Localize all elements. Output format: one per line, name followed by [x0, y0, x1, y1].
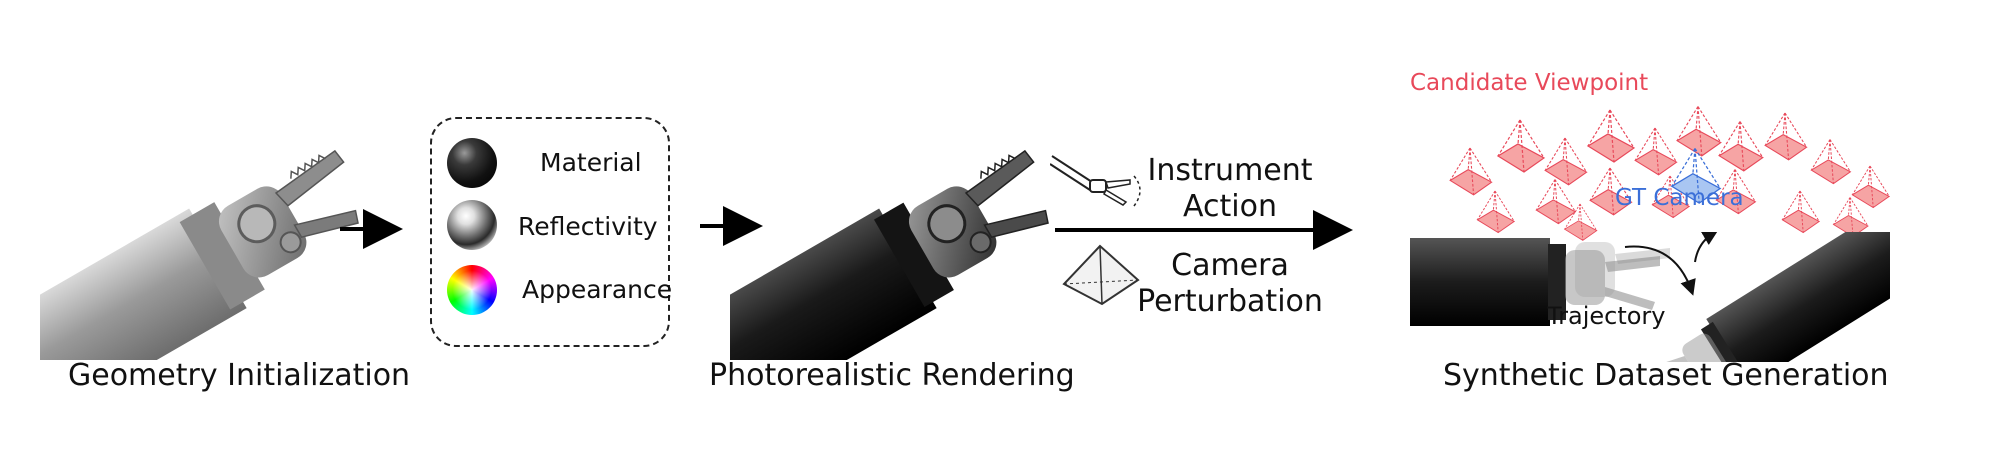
candidate-viewpoint-pyramid-4 [1634, 127, 1678, 176]
candidate-viewpoint-pyramid-11 [1535, 179, 1577, 225]
synthetic-scene-illustration [1410, 232, 1890, 362]
color-wheel-sphere-icon [447, 265, 497, 315]
property-label-material: Material [540, 148, 642, 177]
candidate-viewpoint-pyramid-1 [1496, 119, 1546, 173]
camera-line-2: Perturbation [1137, 284, 1323, 319]
candidate-viewpoint-pyramid-3 [1586, 109, 1636, 163]
candidate-viewpoint-pyramid-15 [1781, 190, 1821, 234]
candidate-viewpoint-label: Candidate Viewpoint [1410, 70, 1649, 96]
candidate-viewpoint-pyramid-5 [1676, 106, 1722, 157]
camera-pyramid-icon [1062, 244, 1140, 306]
instrument-line-2: Action [1183, 189, 1277, 224]
trajectory-label: Trajectory [1547, 302, 1666, 330]
gray-instrument-illustration [40, 149, 359, 360]
action-camera-label: Camera Perturbation [1130, 248, 1330, 320]
candidate-viewpoint-pyramid-10 [1476, 190, 1516, 234]
candidate-viewpoint-pyramid-17 [1563, 203, 1598, 241]
black-sphere-icon [447, 138, 497, 188]
caption-synthetic-dataset-generation: Synthetic Dataset Generation [1443, 358, 1889, 393]
candidate-viewpoints-cloud [1449, 106, 1891, 241]
gt-camera-label: GT Camera [1615, 185, 1744, 211]
caption-photorealistic-rendering: Photorealistic Rendering [709, 358, 1075, 393]
property-label-reflectivity: Reflectivity [518, 212, 658, 241]
candidate-viewpoint-pyramid-9 [1851, 165, 1891, 209]
rendering-properties-box [430, 117, 670, 347]
camera-line-1: Camera [1171, 248, 1289, 283]
candidate-viewpoint-pyramid-16 [1832, 197, 1869, 238]
action-instrument-label: Instrument Action [1130, 153, 1330, 225]
candidate-viewpoint-pyramid-6 [1718, 121, 1764, 172]
candidate-viewpoint-pyramid-13 [1651, 175, 1691, 219]
candidate-viewpoint-pyramid-14 [1715, 169, 1757, 215]
candidate-viewpoint-pyramid-8 [1810, 139, 1852, 185]
black-instrument-illustration [730, 149, 1049, 360]
candidate-viewpoint-pyramid-7 [1764, 112, 1808, 161]
candidate-viewpoint-pyramid-0 [1449, 147, 1493, 196]
candidate-viewpoint-pyramid-12 [1589, 167, 1633, 216]
gt-camera-pyramid [1670, 148, 1722, 204]
chrome-sphere-icon [447, 200, 497, 250]
caption-geometry-initialization: Geometry Initialization [68, 358, 411, 393]
candidate-viewpoint-pyramid-2 [1544, 137, 1588, 186]
instrument-line-1: Instrument [1147, 153, 1313, 188]
gripper-icon [1050, 155, 1141, 207]
property-label-appearance: Appearance [522, 275, 673, 304]
